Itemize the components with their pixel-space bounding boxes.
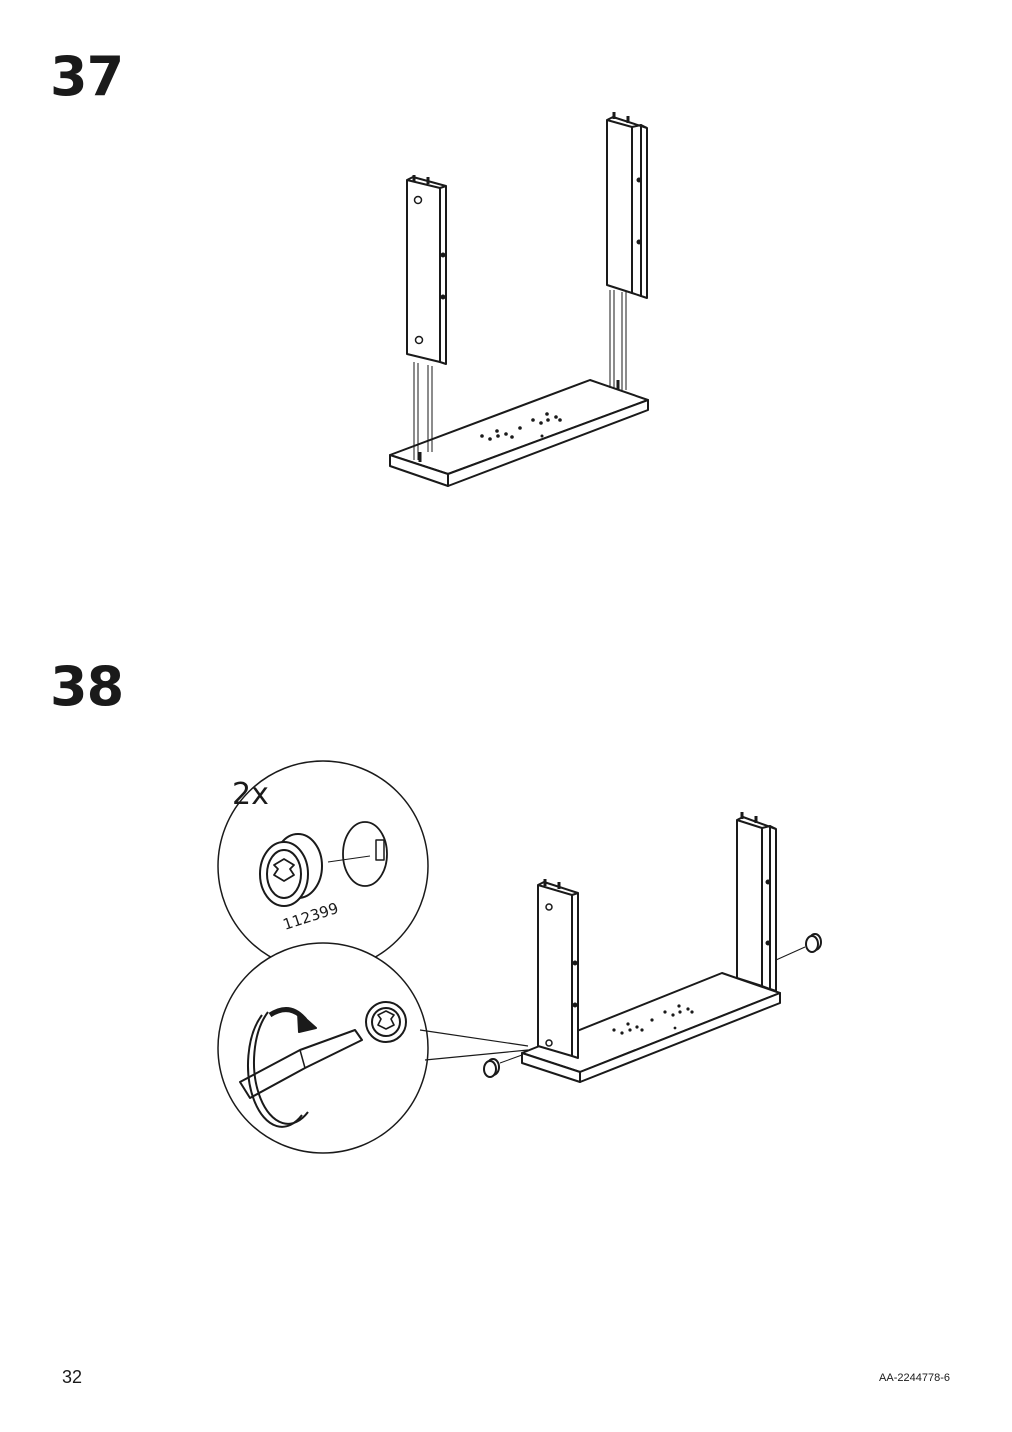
document-code: AA-2244778-6: [879, 1372, 950, 1384]
cam-lock-icon: [259, 833, 323, 907]
page-number: 32: [62, 1367, 83, 1387]
panel-hole-icon: [342, 821, 388, 887]
step-38-illustration: 2x 112399: [217, 760, 822, 1154]
step-number: 38: [50, 655, 124, 718]
left-side-panel: [406, 175, 447, 365]
step-number: 37: [50, 45, 124, 108]
cam-lock-right-icon: [775, 933, 822, 961]
cam-lock-turned-icon: [365, 1001, 407, 1043]
base-board: [389, 379, 649, 487]
quantity-label: 2x: [232, 777, 269, 812]
right-side-panel: [606, 112, 648, 299]
assembled-frame: [521, 812, 781, 1083]
screwdriver-detail-circle: [217, 942, 529, 1154]
rotation-arrow-icon: [246, 1007, 317, 1128]
cam-lock-detail-circle: 2x 112399: [217, 760, 429, 972]
step-37-illustration: [389, 112, 649, 487]
screwdriver-icon: [239, 1029, 363, 1099]
cam-lock-left-icon: [483, 1054, 523, 1078]
